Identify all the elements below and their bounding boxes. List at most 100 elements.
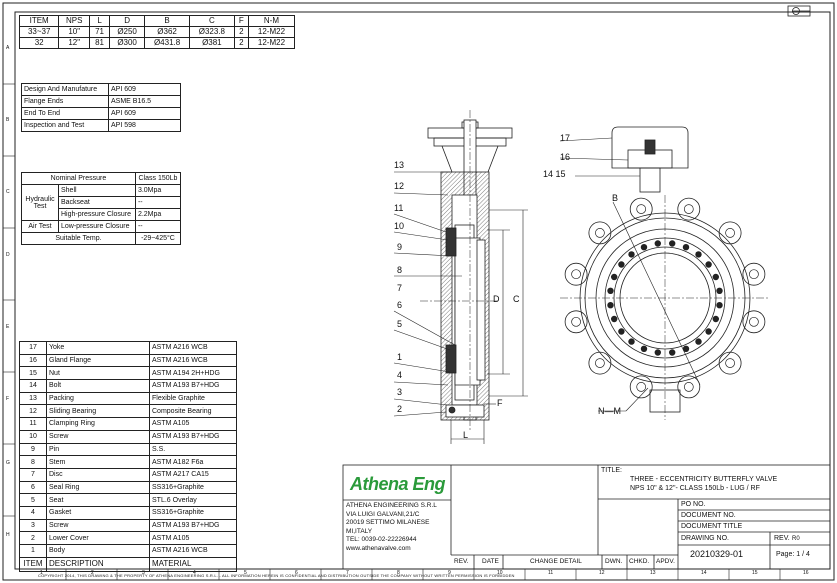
part-material: ASTM A105	[149, 417, 237, 431]
part-material: ASTM A217 CA15	[149, 467, 237, 482]
rev-label: REV.	[774, 535, 790, 542]
grid-number: 15	[752, 570, 758, 576]
part-material: ASTM A216 WCB	[149, 353, 237, 368]
grid-letter: C	[6, 189, 10, 195]
table-row: Nominal Pressure Class 150Lb	[21, 172, 182, 185]
part-description: Stem	[46, 455, 150, 469]
callout-14-15: 14 15	[543, 169, 566, 179]
callout-1: 1	[397, 352, 403, 362]
table-cell: 2	[233, 26, 249, 38]
header-material: MATERIAL	[149, 556, 237, 572]
table-header-cell: F	[233, 15, 249, 27]
part-description: Disc	[46, 467, 150, 482]
dimension-label-f: F	[497, 398, 503, 408]
rev-value: R0	[792, 536, 800, 542]
spec-label: End To End	[21, 107, 109, 120]
part-material: ASTM A182 F6a	[149, 455, 237, 469]
callout-10: 10	[394, 221, 405, 231]
part-description: Yoke	[46, 341, 150, 355]
table-header-cell: ITEM	[18, 15, 60, 27]
callout-13: 13	[394, 160, 405, 170]
part-material: ASTM A105	[149, 531, 237, 545]
dimension-label-d: D	[493, 294, 500, 304]
grid-number: 8	[397, 570, 400, 576]
part-material: SS316+Graphite	[149, 505, 237, 520]
table-cell: 12-M22	[247, 37, 296, 49]
grid-number: 1	[40, 570, 43, 576]
part-number: 17	[19, 341, 47, 355]
backseat-value: --	[134, 196, 182, 209]
rev-col-date: DATE	[482, 558, 499, 565]
part-material: ASTM A193 B7+HDG	[149, 379, 237, 393]
grid-number: 10	[497, 570, 503, 576]
callout-2: 2	[397, 404, 403, 414]
drawing-title-line1: THREE - ECCENTRICITY BUTTERFLY VALVE	[630, 476, 778, 483]
table-header-cell: B	[144, 15, 190, 27]
grid-number: 9	[448, 570, 451, 576]
part-description: Lower Cover	[46, 531, 150, 545]
nominal-pressure-value: Class 150Lb	[134, 172, 182, 185]
backseat-label: Backseat	[58, 196, 136, 209]
page-number: Page: 1 / 4	[776, 551, 810, 558]
table-cell: 33~37	[18, 26, 60, 38]
rev-col-rev: REV.	[454, 558, 469, 565]
drawing-number: 20210329-01	[690, 549, 744, 559]
table-header-cell: L	[89, 15, 110, 27]
spec-label: Design And Manufature	[21, 83, 109, 96]
address-line: ATHENA ENGINEERING S.R.L	[346, 502, 437, 509]
part-number: 1	[19, 544, 47, 558]
document-title-label: DOCUMENT TITLE	[681, 523, 743, 530]
part-description: Gland Flange	[46, 353, 150, 368]
callout-7: 7	[397, 283, 403, 293]
spec-value: API 609	[108, 83, 181, 96]
table-cell: Ø323.8	[188, 26, 235, 38]
callout-12: 12	[394, 181, 405, 191]
lp-closure-label: Low-pressure Closure	[58, 220, 136, 233]
table-row: 32 12" 81 Ø300 Ø431.8 Ø381 2 12-M22	[18, 37, 296, 49]
grid-letter: G	[6, 460, 10, 466]
lp-closure-value: --	[134, 220, 182, 233]
grid-letter: E	[6, 324, 10, 330]
part-number: 5	[19, 493, 47, 507]
grid-number: 12	[599, 570, 605, 576]
callout-16: 16	[560, 152, 571, 162]
part-number: 14	[19, 379, 47, 393]
grid-letter: A	[6, 45, 10, 51]
table-row: Air Test Low-pressure Closure --	[21, 220, 182, 233]
drawing-title-line2: NPS 10" & 12"- CLASS 150Lb - LUG / RF	[630, 485, 760, 492]
part-description: Clamping Ring	[46, 417, 150, 431]
temp-value: -29~425°C	[134, 232, 182, 245]
grid-letter: B	[6, 117, 10, 123]
callout-17: 17	[560, 133, 571, 143]
rev-col-dwn: DWN.	[605, 558, 623, 565]
table-cell: 12-M22	[247, 26, 296, 38]
rev-col-apdv: APDV.	[656, 558, 675, 565]
po-no-label: PO NO.	[681, 501, 706, 508]
drawing-no-label: DRAWING NO.	[681, 535, 729, 542]
company-web: www.athenavalve.com	[346, 544, 411, 552]
table-cell: 10"	[58, 26, 91, 38]
table-cell: Ø362	[144, 26, 190, 38]
grid-number: 3	[142, 570, 145, 576]
projection-symbol	[787, 5, 811, 17]
callout-8: 8	[397, 265, 403, 275]
part-number: 2	[19, 531, 47, 545]
part-number: 9	[19, 442, 47, 457]
shell-label: Shell	[58, 184, 136, 197]
callout-9: 9	[397, 242, 403, 252]
table-row: Suitable Temp. -29~425°C	[21, 232, 182, 245]
dimension-label-l: L	[463, 430, 469, 440]
